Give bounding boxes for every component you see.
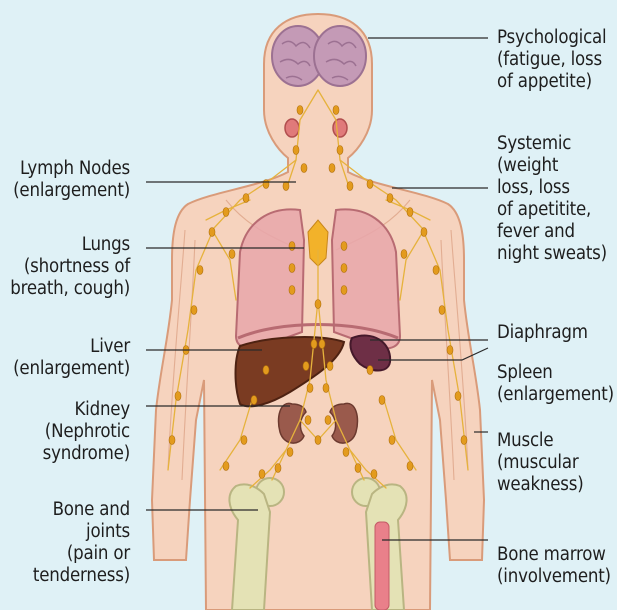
tonsil-left xyxy=(285,119,299,137)
label-diaphragm: Diaphragm xyxy=(497,322,588,344)
label-bone-marrow: Bone marrow (involvement) xyxy=(497,544,611,588)
label-lungs: Lungs (shortness of breath, cough) xyxy=(10,234,130,300)
label-spleen: Spleen (enlargement) xyxy=(497,362,614,406)
label-liver: Liver (enlargement) xyxy=(13,336,130,380)
label-bone-joints: Bone and joints (pain or tenderness) xyxy=(33,499,130,587)
bone-marrow-core xyxy=(375,522,389,610)
label-lymph-nodes: Lymph Nodes (enlargement) xyxy=(13,158,130,202)
body-silhouette xyxy=(152,14,484,610)
tonsil-right xyxy=(333,119,347,137)
label-psychological: Psychological (fatigue, loss of appetite… xyxy=(497,27,606,93)
label-kidney: Kidney (Nephrotic syndrome) xyxy=(43,399,130,465)
label-muscle: Muscle (muscular weakness) xyxy=(497,430,584,496)
label-systemic: Systemic (weight loss, loss of apetitite… xyxy=(497,133,607,265)
